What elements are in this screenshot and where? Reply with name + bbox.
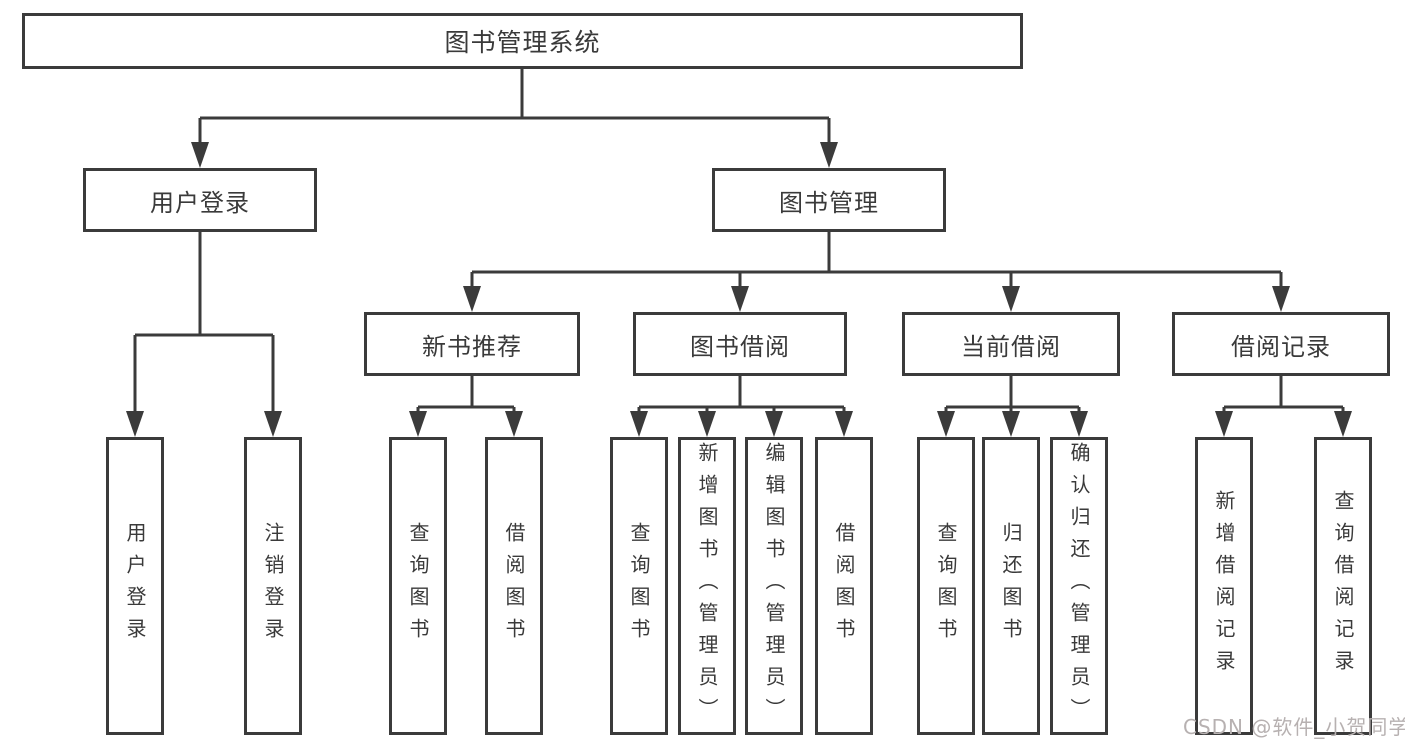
node-label: 查询图书 bbox=[406, 522, 430, 650]
leaf-edit-books-admin: 编辑图书（管理员） bbox=[745, 437, 803, 735]
node-label: 归还图书 bbox=[999, 522, 1023, 650]
node-label: 当前借阅 bbox=[961, 332, 1061, 361]
down-arrowhead bbox=[1002, 411, 1020, 437]
node-label: 新增图书（管理员） bbox=[695, 442, 719, 730]
leaf-query-books-3: 查询图书 bbox=[917, 437, 975, 735]
node-label: 新增借阅记录 bbox=[1212, 490, 1236, 682]
down-arrowhead bbox=[1272, 286, 1290, 312]
connector-book-borrow-children bbox=[630, 376, 853, 437]
node-book-borrow: 图书借阅 bbox=[633, 312, 847, 376]
connector-path bbox=[944, 376, 1081, 412]
down-arrowhead bbox=[835, 411, 853, 437]
node-label: 确认归还（管理员） bbox=[1067, 442, 1091, 730]
connector-new-book-rec-children bbox=[409, 376, 523, 437]
leaf-user-login: 用户登录 bbox=[106, 437, 164, 735]
connector-user-login-children bbox=[126, 231, 282, 437]
node-label: 查询借阅记录 bbox=[1331, 490, 1355, 682]
down-arrowhead bbox=[630, 411, 648, 437]
leaf-borrow-books-1: 借阅图书 bbox=[485, 437, 543, 735]
node-label: 图书管理系统 bbox=[444, 28, 601, 57]
node-label: 用户登录 bbox=[150, 188, 250, 217]
leaf-borrow-books-2: 借阅图书 bbox=[815, 437, 873, 735]
node-label: 注销登录 bbox=[261, 522, 285, 650]
connector-path bbox=[637, 376, 846, 412]
leaf-query-borrow-record: 查询借阅记录 bbox=[1314, 437, 1372, 735]
down-arrowhead bbox=[1334, 411, 1352, 437]
node-current-borrow: 当前借阅 bbox=[902, 312, 1120, 376]
node-label: 图书管理 bbox=[779, 188, 879, 217]
node-borrow-records: 借阅记录 bbox=[1172, 312, 1390, 376]
node-label: 借阅记录 bbox=[1231, 332, 1331, 361]
down-arrowhead bbox=[409, 411, 427, 437]
down-arrowhead bbox=[765, 411, 783, 437]
down-arrowhead bbox=[1215, 411, 1233, 437]
down-arrowhead bbox=[264, 411, 282, 437]
down-arrowhead bbox=[126, 411, 144, 437]
leaf-add-books-admin: 新增图书（管理员） bbox=[678, 437, 736, 735]
down-arrowhead bbox=[505, 411, 523, 437]
node-label: 用户登录 bbox=[123, 522, 147, 650]
down-arrowhead bbox=[191, 142, 209, 168]
down-arrowhead bbox=[698, 411, 716, 437]
node-label: 图书借阅 bbox=[690, 332, 790, 361]
connector-path bbox=[133, 231, 275, 412]
down-arrowhead bbox=[937, 411, 955, 437]
connector-root-to-level2 bbox=[191, 69, 838, 168]
connector-path bbox=[1222, 376, 1345, 412]
node-label: 编辑图书（管理员） bbox=[762, 442, 786, 730]
node-label: 借阅图书 bbox=[832, 522, 856, 650]
node-label: 查询图书 bbox=[934, 522, 958, 650]
connector-path bbox=[198, 69, 831, 147]
node-book-mgmt: 图书管理 bbox=[712, 168, 946, 232]
connector-book-mgmt-sections bbox=[463, 232, 1290, 312]
down-arrowhead bbox=[463, 286, 481, 312]
connector-path bbox=[470, 232, 1283, 287]
connector-current-borrow-children bbox=[937, 376, 1088, 437]
leaf-query-books-1: 查询图书 bbox=[389, 437, 447, 735]
down-arrowhead bbox=[1070, 411, 1088, 437]
down-arrowhead bbox=[731, 286, 749, 312]
csdn-watermark: CSDN @软件_小贺同学 bbox=[1183, 715, 1405, 739]
connector-path bbox=[416, 376, 516, 412]
leaf-query-books-2: 查询图书 bbox=[610, 437, 668, 735]
node-label: 新书推荐 bbox=[422, 332, 522, 361]
leaf-confirm-return-admin: 确认归还（管理员） bbox=[1050, 437, 1108, 735]
leaf-add-borrow-record: 新增借阅记录 bbox=[1195, 437, 1253, 735]
node-user-login: 用户登录 bbox=[83, 168, 317, 232]
connector-borrow-records-children bbox=[1215, 376, 1352, 437]
leaf-return-books: 归还图书 bbox=[982, 437, 1040, 735]
node-new-book-rec: 新书推荐 bbox=[364, 312, 580, 376]
leaf-logout: 注销登录 bbox=[244, 437, 302, 735]
node-root-system: 图书管理系统 bbox=[22, 13, 1023, 69]
node-label: 借阅图书 bbox=[502, 522, 526, 650]
down-arrowhead bbox=[820, 142, 838, 168]
down-arrowhead bbox=[1002, 286, 1020, 312]
node-label: 查询图书 bbox=[627, 522, 651, 650]
